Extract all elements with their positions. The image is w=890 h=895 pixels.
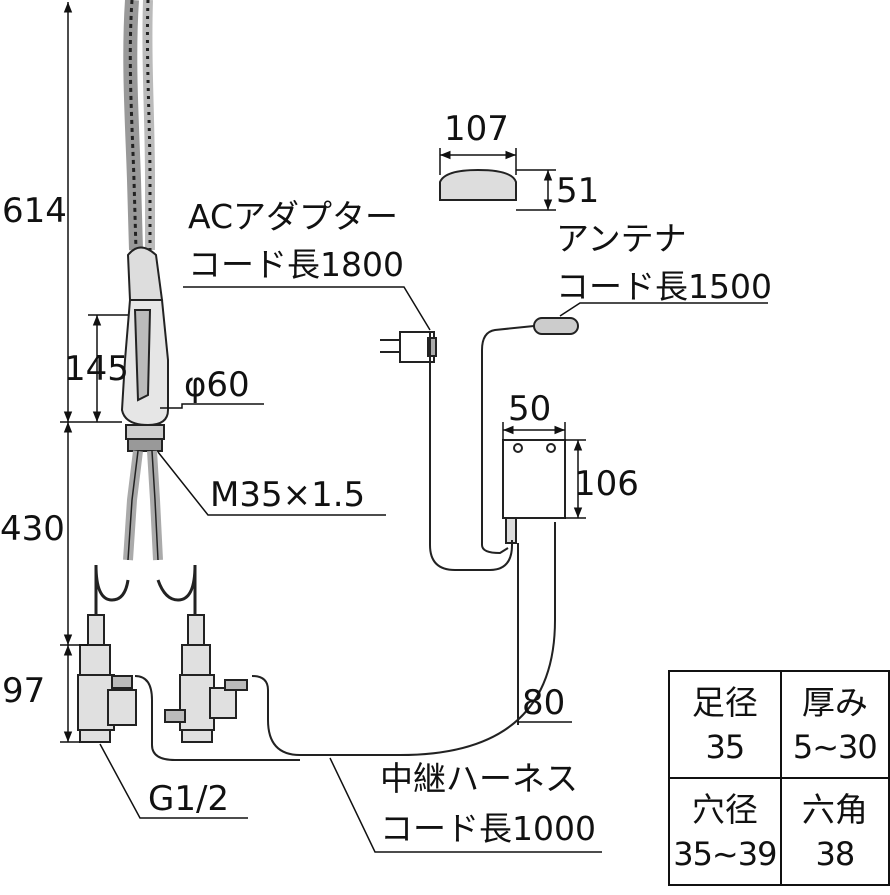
spec-hole-diameter-title: 穴径 — [691, 789, 758, 829]
spec-hole-diameter-value: 35~39 — [673, 834, 777, 873]
antenna-label-1: アンテナ — [556, 219, 687, 258]
antenna-cover — [439, 168, 517, 201]
spec-foot-diameter: 足径 35 — [668, 670, 782, 779]
spec-thickness-title: 厚み — [801, 682, 868, 722]
spec-hex-title: 六角 — [801, 789, 868, 829]
dim-51: 51 — [556, 171, 599, 211]
spec-table: 足径 35 厚み 5~30 穴径 35~39 六角 38 — [668, 670, 890, 886]
dim-97: 97 — [2, 671, 45, 711]
spec-thickness-value: 5~30 — [792, 727, 878, 766]
dim-g12: G1/2 — [148, 779, 229, 819]
left-valve — [77, 614, 137, 743]
control-box — [502, 439, 566, 544]
spec-hex-value: 38 — [815, 834, 855, 873]
spec-hole-diameter: 穴径 35~39 — [668, 777, 782, 886]
spec-thickness: 厚み 5~30 — [779, 670, 890, 779]
faucet-body — [120, 299, 169, 452]
relay-label-2: コード長1000 — [380, 809, 596, 848]
dim-106: 106 — [574, 464, 639, 504]
dim-145: 145 — [64, 349, 129, 389]
relay-label-1: 中継ハーネス — [380, 759, 578, 798]
dim-phi60: φ60 — [184, 365, 250, 405]
ac-adapter-label-1: ACアダプター — [188, 197, 398, 236]
spec-foot-diameter-title: 足径 — [691, 682, 758, 722]
antenna — [533, 317, 579, 335]
dim-50: 50 — [508, 389, 551, 429]
ac-adapter-label-2: コード長1800 — [188, 245, 404, 284]
dim-m35: M35×1.5 — [210, 475, 365, 515]
dim-80: 80 — [522, 683, 565, 723]
supply-hoses — [94, 450, 197, 620]
spec-hex: 六角 38 — [779, 777, 890, 886]
dim-430: 430 — [0, 509, 65, 549]
dimension-lines — [60, 2, 768, 853]
faucet-spout — [123, 0, 164, 301]
cords — [134, 325, 556, 761]
antenna-label-2: コード長1500 — [556, 267, 772, 306]
dim-107: 107 — [444, 109, 509, 149]
right-valve — [164, 614, 248, 743]
spec-foot-diameter-value: 35 — [705, 727, 745, 766]
dim-614: 614 — [2, 191, 67, 231]
ac-adapter — [380, 331, 437, 363]
